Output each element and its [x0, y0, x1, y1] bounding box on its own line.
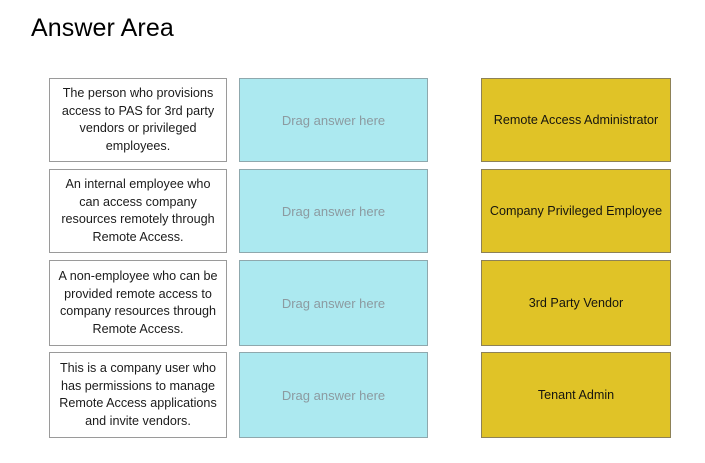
- answer-token-label: 3rd Party Vendor: [528, 296, 624, 310]
- drop-target-placeholder: Drag answer here: [281, 112, 386, 128]
- drop-target[interactable]: Drag answer here: [239, 352, 428, 438]
- drop-target[interactable]: Drag answer here: [239, 169, 428, 253]
- answer-token-label: Company Privileged Employee: [489, 204, 663, 218]
- page-title: Answer Area: [31, 14, 174, 42]
- prompt-cell: This is a company user who has permissio…: [49, 352, 227, 438]
- answer-token[interactable]: Tenant Admin: [481, 352, 671, 438]
- answer-token-label: Tenant Admin: [537, 388, 615, 402]
- matching-row: This is a company user who has permissio…: [49, 352, 671, 438]
- answer-token[interactable]: 3rd Party Vendor: [481, 260, 671, 346]
- drop-target[interactable]: Drag answer here: [239, 78, 428, 162]
- prompt-text: A non-employee who can be provided remot…: [58, 269, 218, 336]
- drop-target-placeholder: Drag answer here: [281, 295, 386, 311]
- prompt-cell: An internal employee who can access comp…: [49, 169, 227, 253]
- drop-target[interactable]: Drag answer here: [239, 260, 428, 346]
- answer-token[interactable]: Company Privileged Employee: [481, 169, 671, 253]
- prompt-text: The person who provisions access to PAS …: [61, 86, 215, 153]
- prompt-text: This is a company user who has permissio…: [59, 361, 217, 428]
- matching-row: An internal employee who can access comp…: [49, 169, 671, 253]
- matching-row: A non-employee who can be provided remot…: [49, 260, 671, 346]
- answer-token[interactable]: Remote Access Administrator: [481, 78, 671, 162]
- drop-target-placeholder: Drag answer here: [281, 203, 386, 219]
- drop-target-placeholder: Drag answer here: [281, 387, 386, 403]
- matching-grid: The person who provisions access to PAS …: [49, 78, 671, 438]
- matching-row: The person who provisions access to PAS …: [49, 78, 671, 162]
- prompt-text: An internal employee who can access comp…: [61, 177, 215, 244]
- prompt-cell: The person who provisions access to PAS …: [49, 78, 227, 162]
- answer-token-label: Remote Access Administrator: [493, 113, 659, 127]
- prompt-cell: A non-employee who can be provided remot…: [49, 260, 227, 346]
